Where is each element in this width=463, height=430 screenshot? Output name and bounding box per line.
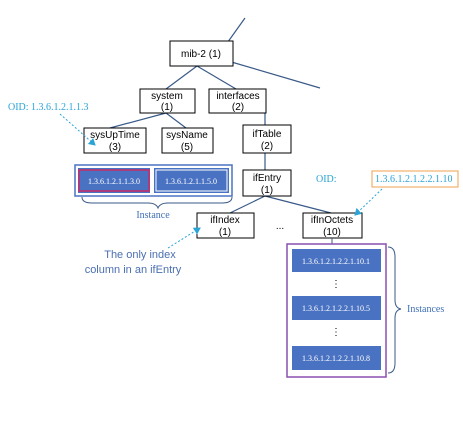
instance-label: Instance: [136, 210, 170, 221]
svg-text:(2): (2): [232, 102, 244, 113]
ellipsis-between-columns: ...: [276, 221, 284, 232]
instance-octets-8: 1.3.6.1.2.1.2.2.1.10.8: [292, 346, 381, 370]
node-ifTable: ifTable (2): [242, 124, 292, 154]
sys-instances-group: 1.3.6.1.2.1.1.3.0 1.3.6.1.2.1.1.5.0: [74, 164, 233, 197]
instance-octets-5: 1.3.6.1.2.1.2.2.1.10.5: [292, 296, 381, 320]
svg-text:1.3.6.1.2.1.2.2.1.10.8: 1.3.6.1.2.1.2.2.1.10.8: [302, 354, 370, 363]
svg-text:(1): (1): [219, 227, 231, 238]
instance-sysUpTime: 1.3.6.1.2.1.1.3.0: [78, 168, 150, 193]
instances-brace: [387, 246, 402, 374]
node-mib2: mib-2 (1): [169, 40, 234, 67]
svg-text:sysUpTime: sysUpTime: [90, 130, 140, 141]
node-interfaces: interfaces (2): [208, 88, 267, 114]
node-sysUpTime: sysUpTime (3): [83, 127, 147, 154]
oid-right: OID: 1.3.6.1.2.1.2.2.1.10: [316, 170, 459, 188]
instance-sysName: 1.3.6.1.2.1.1.5.0: [154, 168, 229, 193]
octets-instances-group: 1.3.6.1.2.1.2.2.1.10.1 ⋮ 1.3.6.1.2.1.2.2…: [286, 243, 387, 378]
svg-text:(1): (1): [161, 102, 173, 113]
vdots-1: ⋮: [331, 279, 341, 290]
note-line-1: The only index: [104, 249, 176, 261]
svg-text:1.3.6.1.2.1.1.3.0: 1.3.6.1.2.1.1.3.0: [88, 177, 140, 186]
instances-label: Instances: [407, 304, 444, 315]
svg-text:1.3.6.1.2.1.2.2.1.10: 1.3.6.1.2.1.2.2.1.10: [375, 174, 453, 185]
node-sysName: sysName (5): [161, 127, 214, 154]
node-system: system (1): [139, 88, 196, 114]
oid-right-arrow: [354, 188, 383, 216]
svg-text:sysName: sysName: [166, 130, 208, 141]
svg-text:ifTable: ifTable: [253, 129, 282, 140]
svg-text:system: system: [151, 91, 183, 102]
instance-octets-1: 1.3.6.1.2.1.2.2.1.10.1: [292, 249, 381, 272]
vdots-2: ⋮: [331, 327, 341, 338]
note-arrow: [167, 227, 201, 249]
oid-left: OID: 1.3.6.1.2.1.1.3: [8, 102, 89, 113]
svg-text:interfaces: interfaces: [216, 91, 259, 102]
svg-text:(1): (1): [261, 185, 273, 196]
node-ifInOctets: ifInOctets (10): [302, 212, 363, 239]
instance-brace: [81, 196, 233, 210]
node-ifEntry: ifEntry (1): [242, 169, 292, 197]
svg-text:ifInOctets: ifInOctets: [311, 215, 353, 226]
svg-text:OID:: OID:: [316, 174, 337, 185]
svg-text:(5): (5): [181, 142, 193, 153]
svg-text:(3): (3): [109, 142, 121, 153]
svg-text:(2): (2): [261, 141, 273, 152]
svg-text:1.3.6.1.2.1.2.2.1.10.1: 1.3.6.1.2.1.2.2.1.10.1: [302, 257, 370, 266]
svg-text:1.3.6.1.2.1.2.2.1.10.5: 1.3.6.1.2.1.2.2.1.10.5: [302, 304, 370, 313]
svg-text:(10): (10): [323, 227, 341, 238]
svg-text:1.3.6.1.2.1.1.5.0: 1.3.6.1.2.1.1.5.0: [165, 177, 217, 186]
svg-text:mib-2 (1): mib-2 (1): [181, 49, 221, 60]
svg-text:ifEntry: ifEntry: [253, 173, 281, 184]
node-ifIndex: ifIndex (1): [196, 212, 255, 239]
note-line-2: column in an ifEntry: [85, 264, 182, 276]
svg-text:ifIndex: ifIndex: [210, 215, 239, 226]
